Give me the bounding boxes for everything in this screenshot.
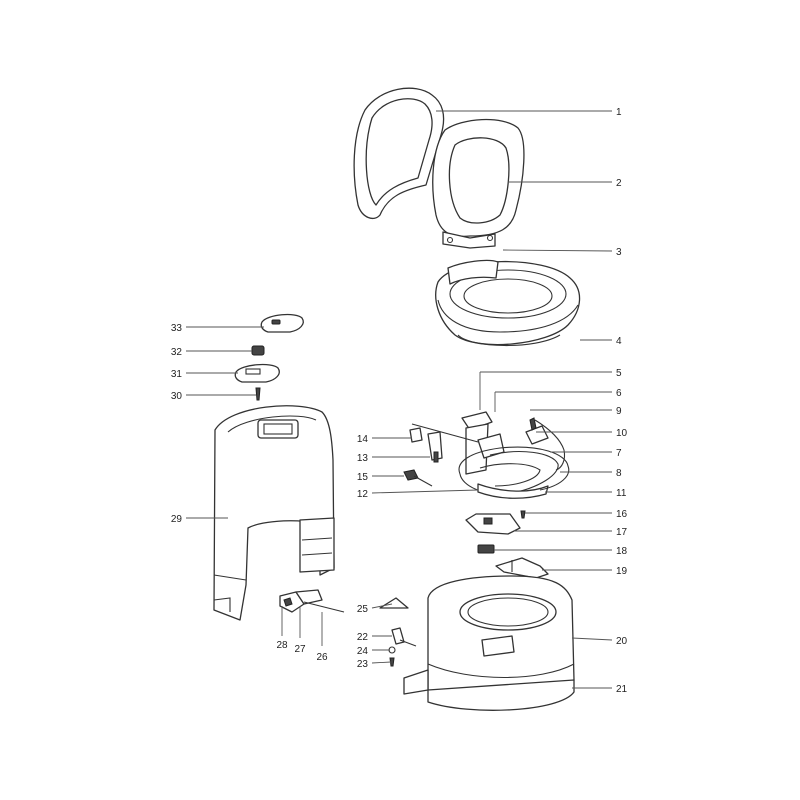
part-lid-frame xyxy=(353,87,445,219)
callout-number-9: 9 xyxy=(616,406,622,417)
callout-number-2: 2 xyxy=(616,178,622,189)
part-control-panel xyxy=(260,313,304,333)
callout-leader-12 xyxy=(371,489,479,494)
part-housing-cover xyxy=(213,405,335,621)
callout-number-13: 13 xyxy=(357,453,369,464)
callout-number-23: 23 xyxy=(357,659,369,670)
part-bracket-28-27 xyxy=(279,589,323,613)
callout-number-26: 26 xyxy=(316,652,328,663)
callout-number-10: 10 xyxy=(616,428,628,439)
callout-number-31: 31 xyxy=(171,369,183,380)
callout-number-15: 15 xyxy=(357,472,369,483)
callout-number-14: 14 xyxy=(357,434,369,445)
callout-number-33: 33 xyxy=(171,323,183,334)
callout-number-25: 25 xyxy=(357,604,369,615)
part-cable-15 xyxy=(403,469,433,487)
part-lever-14-13 xyxy=(409,423,479,463)
callout-number-4: 4 xyxy=(616,336,622,347)
callout-number-7: 7 xyxy=(616,448,622,459)
callout-number-22: 22 xyxy=(357,632,369,643)
callout-number-12: 12 xyxy=(357,489,369,500)
part-screw-16 xyxy=(520,510,526,519)
callout-number-11: 11 xyxy=(616,488,627,499)
callout-leader-20 xyxy=(571,637,613,641)
part-seat-bowl xyxy=(435,259,581,347)
callout-number-27: 27 xyxy=(294,644,306,655)
callout-number-3: 3 xyxy=(616,247,622,258)
callout-number-8: 8 xyxy=(616,468,622,479)
callout-number-6: 6 xyxy=(616,388,622,399)
callout-leader-25 xyxy=(371,603,393,609)
part-valve-22 xyxy=(391,627,417,647)
part-seat-lid xyxy=(432,118,525,249)
part-screw-30 xyxy=(255,387,261,401)
part-rod-26 xyxy=(303,601,345,613)
callout-number-16: 16 xyxy=(616,509,628,520)
callout-number-1: 1 xyxy=(616,107,622,118)
callout-number-29: 29 xyxy=(171,514,183,525)
callout-leader-3 xyxy=(502,249,613,252)
callout-layer: 1234569107811161718192021333231301413151… xyxy=(171,107,628,695)
part-panel-bracket xyxy=(234,363,280,383)
callout-number-28: 28 xyxy=(276,640,288,651)
part-slide-17 xyxy=(465,513,521,535)
callout-number-17: 17 xyxy=(616,527,628,538)
callout-number-19: 19 xyxy=(616,566,628,577)
callout-number-18: 18 xyxy=(616,546,628,557)
callout-number-32: 32 xyxy=(171,347,183,358)
part-switch xyxy=(251,345,265,356)
part-pin-23 xyxy=(389,657,395,667)
callout-number-5: 5 xyxy=(616,368,622,379)
part-valve-mechanism xyxy=(458,411,570,499)
part-block-18 xyxy=(477,544,495,554)
callout-number-20: 20 xyxy=(616,636,628,647)
part-cap-25 xyxy=(379,597,409,609)
callout-number-21: 21 xyxy=(616,684,628,695)
part-plate-19 xyxy=(495,557,549,579)
part-waste-tank xyxy=(403,575,575,711)
callout-number-30: 30 xyxy=(171,391,183,402)
callout-leader-23 xyxy=(371,661,392,664)
callout-number-24: 24 xyxy=(357,646,369,657)
